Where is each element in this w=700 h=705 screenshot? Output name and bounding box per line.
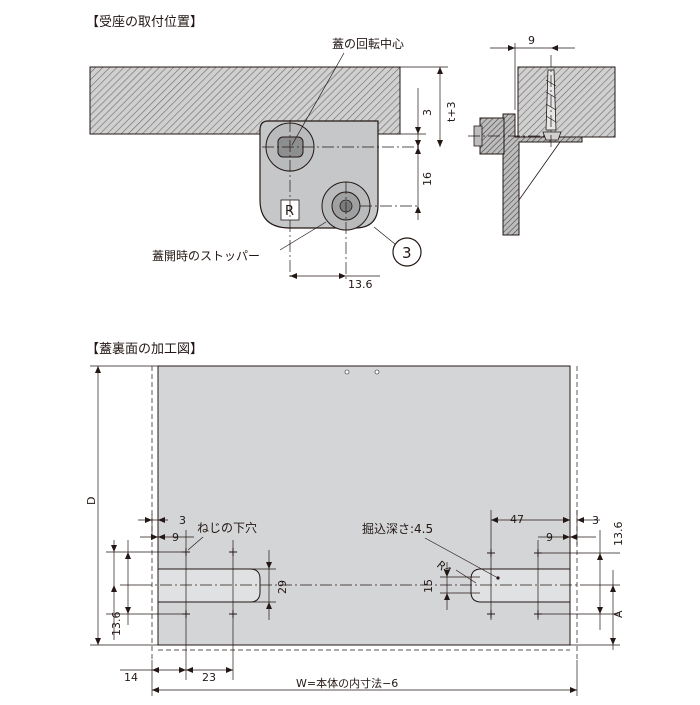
- left-pocket: [157, 568, 261, 603]
- dims-right-47-3-9: 47 3 9: [491, 510, 600, 545]
- dims-right-vertical: 13.6 A: [538, 522, 625, 650]
- dim-13-6-top-group: 13.6: [290, 273, 380, 291]
- heading-lid-back-machining: 【蓋裏面の加工図】: [86, 342, 203, 357]
- dim-13-6-left: 13.6: [110, 612, 123, 637]
- label-screw-pilot-hole: ねじの下穴: [197, 520, 257, 535]
- label-pocket-depth: 掘込深さ:4.5: [362, 521, 433, 536]
- dim-W: W=本体の内寸法−6: [296, 676, 398, 690]
- dim-D-group: D: [85, 365, 158, 646]
- leader-depth: [424, 537, 499, 579]
- dim-3-right: 3: [592, 514, 599, 527]
- dims-bottom-horizontal: 14 23 W=本体の内寸法−6: [120, 660, 578, 696]
- dim-9-left: 9: [172, 531, 179, 544]
- right-pocket: [470, 568, 571, 603]
- dim-16: 16: [421, 172, 434, 186]
- board-section: [89, 66, 401, 135]
- leader-callout: [373, 226, 396, 245]
- dim-A: A: [612, 610, 625, 618]
- label-lid-rotation-center: 蓋の回転中心: [332, 36, 404, 51]
- dim-t-plus-3: t+3: [445, 101, 458, 122]
- dim-3-top: 3: [421, 109, 434, 116]
- dim-9-side-group: 9: [490, 34, 575, 110]
- heading-mounting-position: 【受座の取付位置】: [86, 15, 203, 30]
- leader-stopper: [279, 221, 327, 251]
- label-lid-open-stopper: 蓋開時のストッパー: [152, 249, 260, 263]
- leader-r4: [455, 569, 477, 584]
- receiver-plate: R: [259, 120, 379, 231]
- dim-3-left: 3: [179, 514, 186, 527]
- dim-D: D: [85, 497, 98, 505]
- dim-29: 29: [276, 580, 289, 594]
- callout-circle: [392, 237, 422, 267]
- side-view: [468, 55, 616, 236]
- dim-13-6-right: 13.6: [612, 522, 625, 547]
- dim-15: 15: [422, 579, 435, 593]
- dim-9-right: 9: [546, 531, 553, 544]
- leader-screw-hole: [187, 536, 204, 551]
- callout-number: 3: [402, 244, 412, 262]
- dim-29-group: 29: [250, 550, 289, 620]
- leader-lid-center: [291, 52, 345, 146]
- dim-23: 23: [202, 671, 216, 684]
- dim-13-6-left-group: 13.6: [106, 540, 186, 640]
- dim-9-side: 9: [528, 34, 535, 47]
- dims-vertical-top: 3 t+3 16: [400, 66, 458, 220]
- dim-47: 47: [510, 513, 524, 526]
- dim-13-6-top: 13.6: [348, 278, 373, 291]
- dim-14: 14: [124, 671, 138, 684]
- r-mark: R: [285, 204, 294, 219]
- dim-15-group: 15: [422, 562, 480, 610]
- dims-left-3-9: 3 9: [138, 514, 194, 544]
